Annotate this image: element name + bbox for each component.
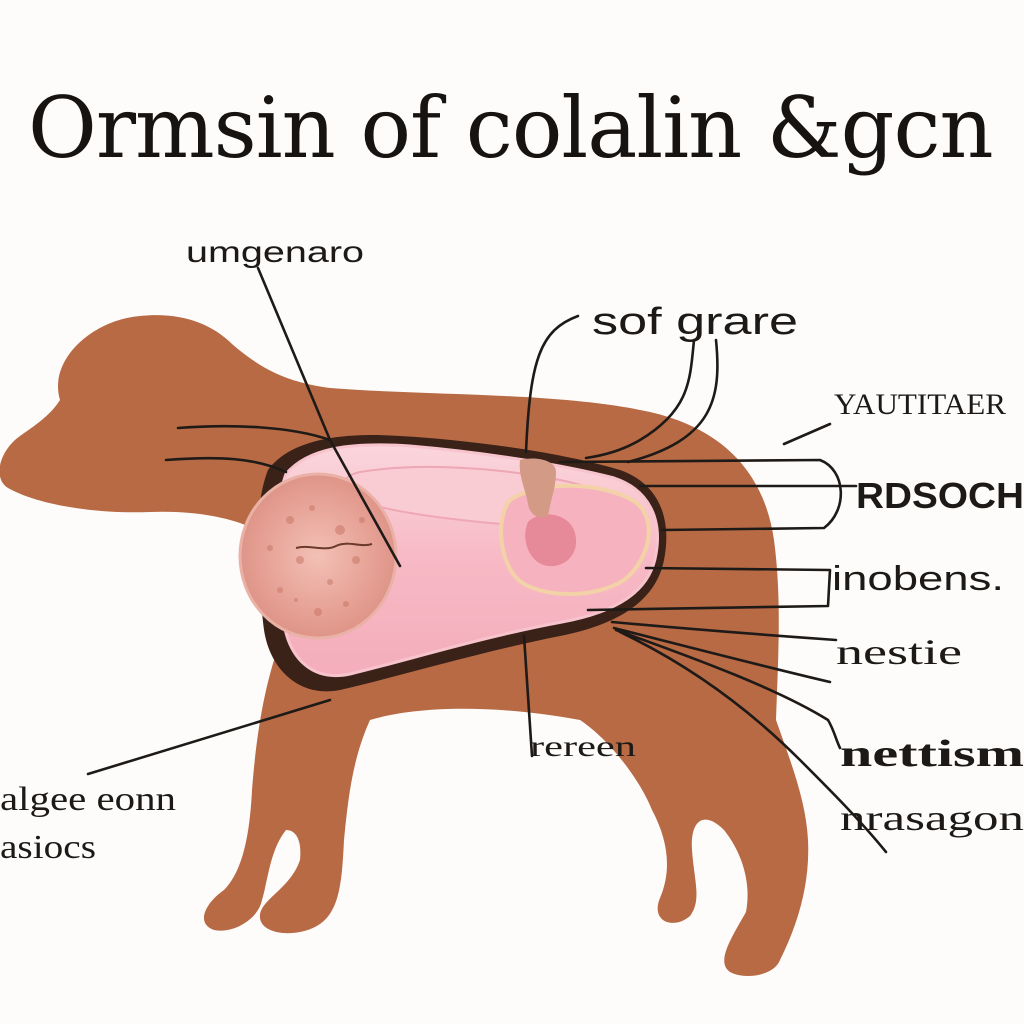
leader-left-top	[176, 424, 332, 442]
label-umgenaro: umgenaro	[186, 236, 364, 269]
leader-nrasagon	[618, 630, 888, 854]
leader-sof-grare-1	[524, 314, 580, 454]
leader-nestie-2	[612, 626, 832, 684]
leader-sof-grare-3	[626, 338, 719, 464]
label-sof-grare: sof grare	[592, 301, 798, 343]
label-nestie: nestie	[836, 632, 962, 672]
label-algee-eonn: algee eonn	[0, 781, 176, 818]
tissue-texture	[267, 505, 365, 616]
leader-algee-eonn	[86, 698, 332, 776]
leader-nettism	[614, 628, 842, 750]
organ-tube	[519, 458, 556, 518]
leader-lines	[86, 266, 888, 854]
label-inobens: inobens.	[832, 560, 1004, 598]
leader-left-mid	[164, 456, 288, 474]
organ-illustration	[238, 435, 667, 692]
label-yautitaer: YAUTITAER	[834, 388, 1006, 421]
leader-nestie	[610, 620, 838, 642]
leader-sof-grare-2	[584, 338, 696, 460]
diagram-title: Ormsin of colalin &gcn	[28, 79, 994, 177]
organ-chamber-core	[525, 514, 577, 567]
leader-inobens-1	[586, 566, 832, 612]
tissue-fissure	[295, 542, 373, 550]
label-nettism: nettism	[840, 733, 1024, 775]
label-asiocs: asiocs	[0, 829, 96, 866]
leader-rereen	[522, 634, 534, 758]
leader-yautitaer	[782, 422, 832, 446]
label-rereen: rereen	[530, 730, 636, 763]
leader-rdsoch-1	[558, 458, 843, 532]
label-nrasagon: nrasagon	[840, 798, 1024, 838]
labels: umgenaro sof grare YAUTITAER RDSOCH inob…	[0, 236, 1024, 866]
tissue-mass	[238, 472, 398, 640]
label-rdsoch: RDSOCH	[856, 475, 1024, 516]
